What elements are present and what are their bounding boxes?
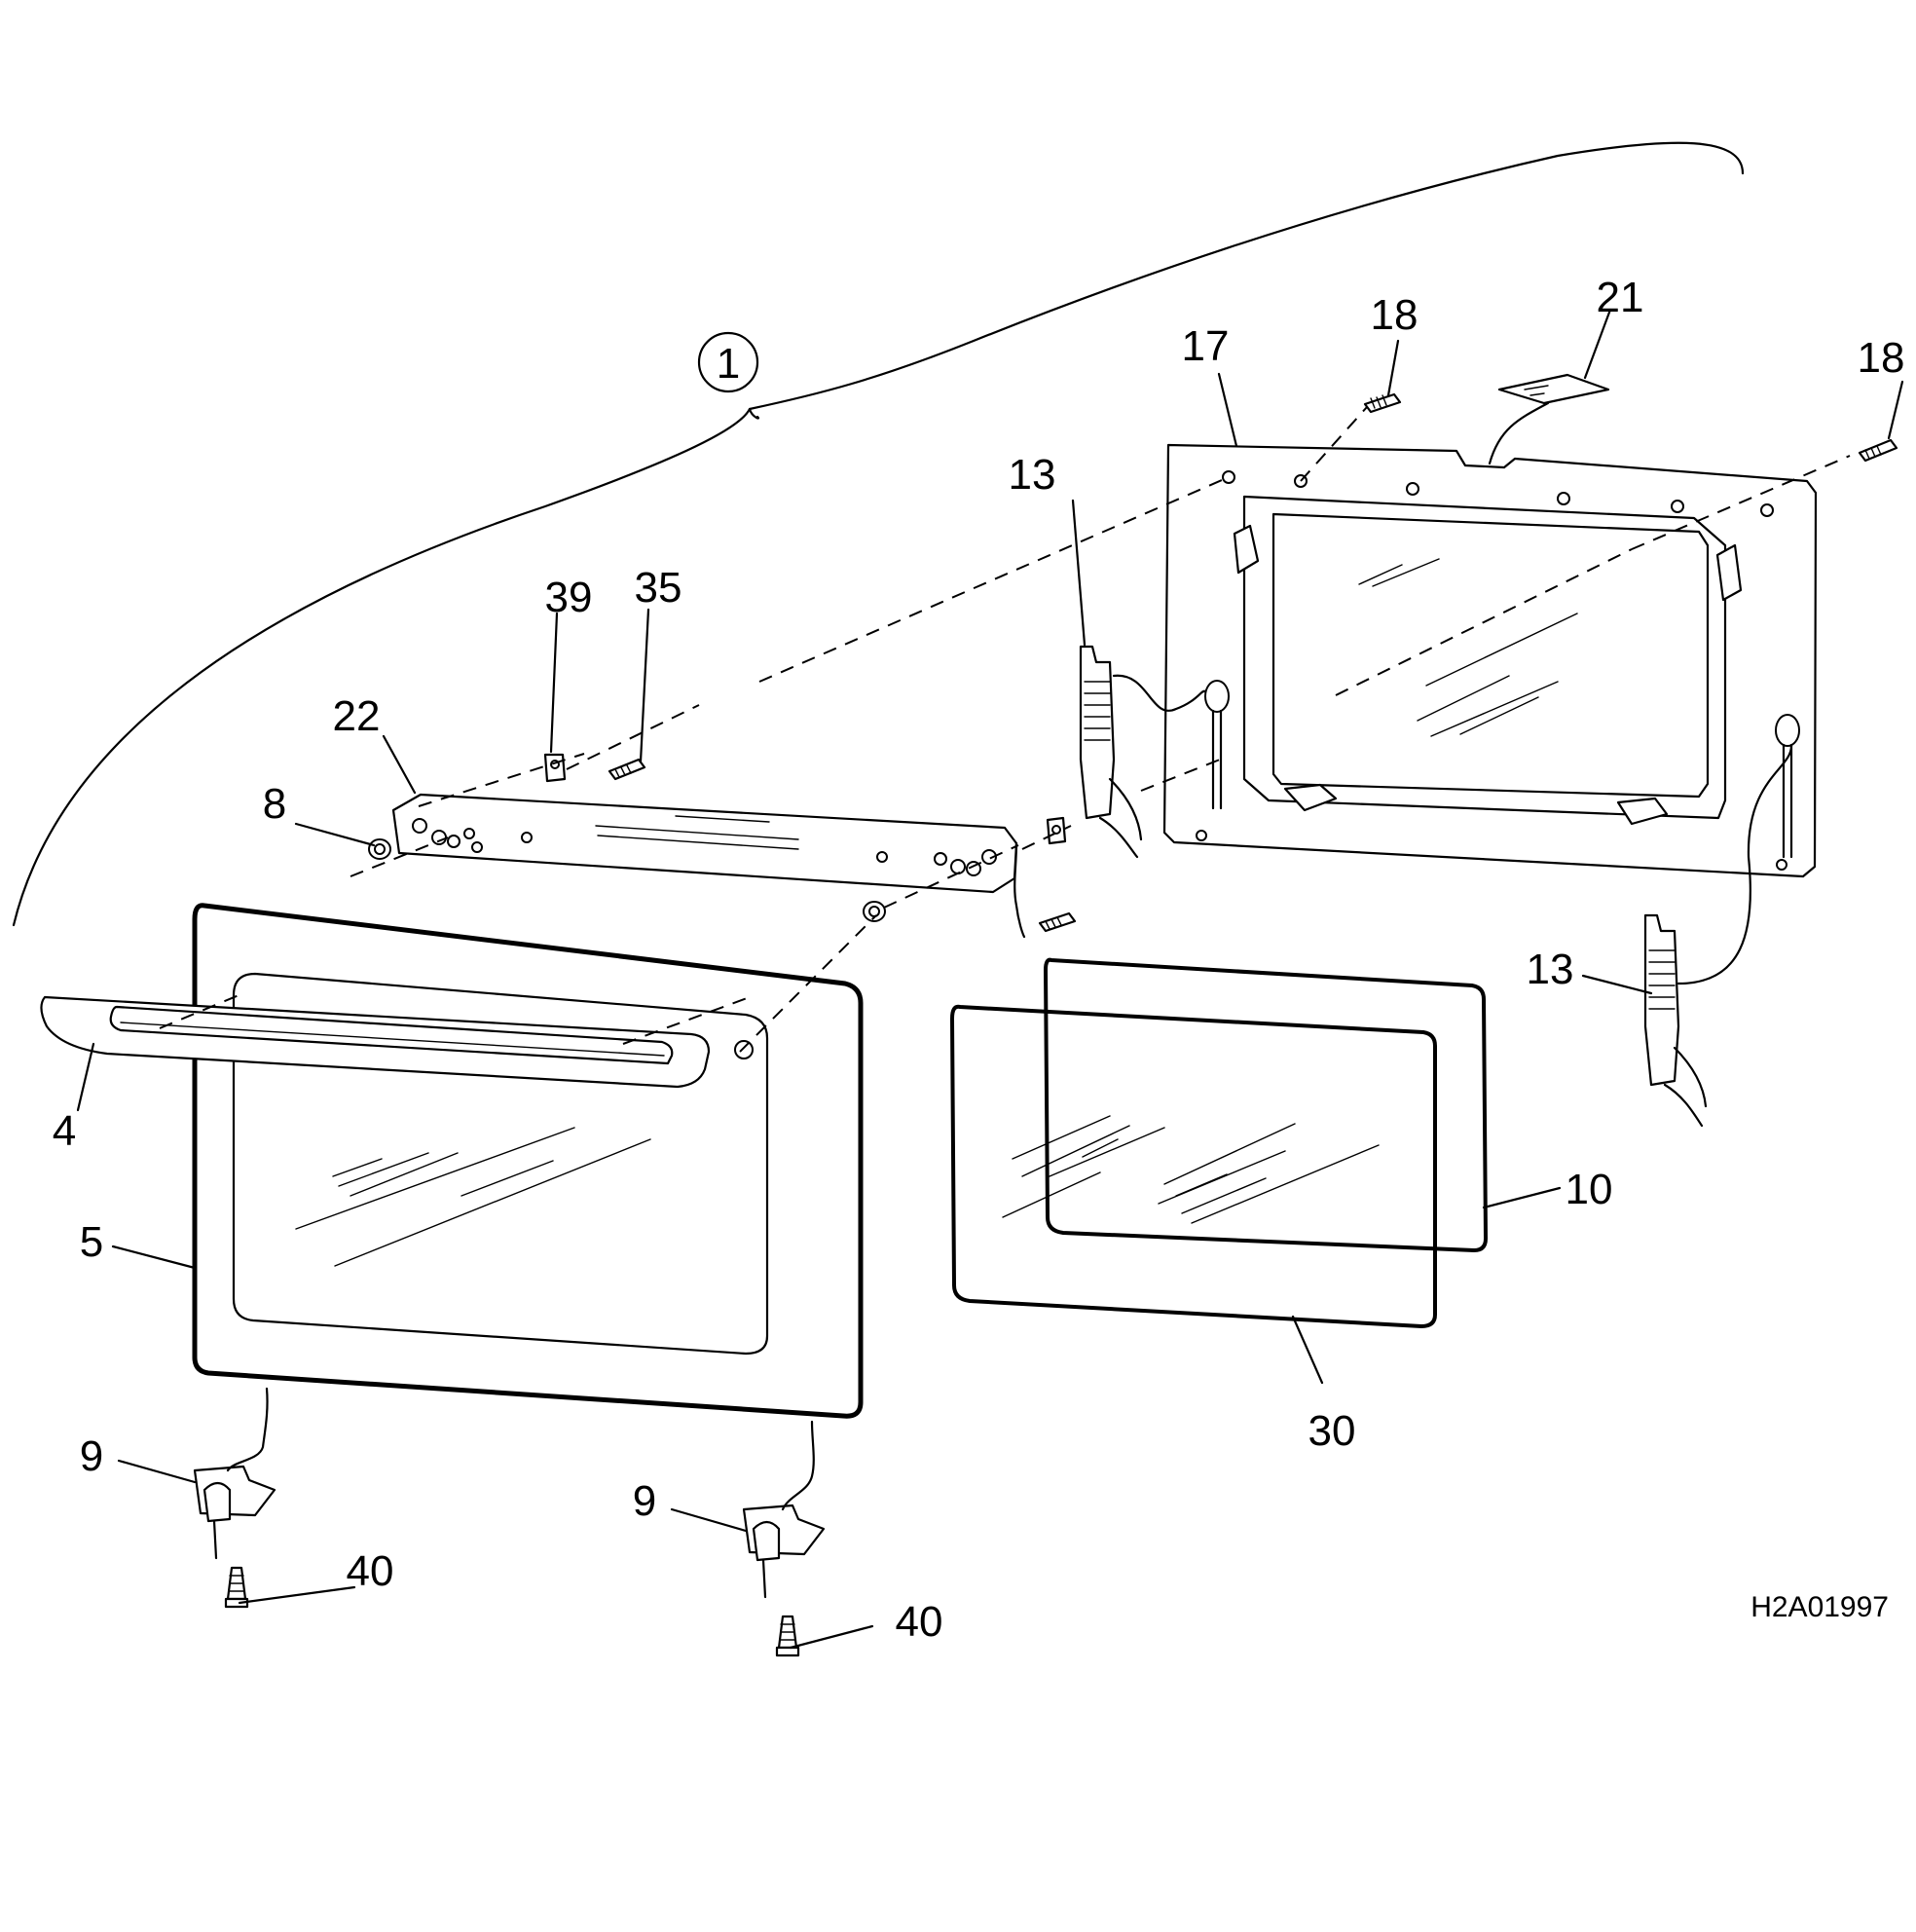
label-18-left: 18	[1371, 291, 1419, 339]
drawing-code: H2A01997	[1750, 1591, 1889, 1623]
label-39: 39	[545, 574, 593, 621]
label-40-left: 40	[347, 1547, 394, 1595]
assembly-bracket	[12, 141, 1745, 927]
label-10: 10	[1566, 1166, 1613, 1213]
screw-40-right	[775, 1615, 800, 1657]
label-5: 5	[80, 1218, 103, 1266]
label-21: 21	[1597, 274, 1644, 321]
screw-35-upper	[608, 758, 646, 781]
label-13-lower: 13	[1527, 946, 1574, 993]
hinge-support-left	[193, 1387, 276, 1560]
screw-18-left	[1363, 392, 1402, 414]
hinge-upper	[1079, 645, 1207, 859]
assembly-callout: 1	[697, 331, 759, 393]
label-9-right: 9	[633, 1477, 656, 1525]
clip-39-left	[543, 753, 567, 783]
label-18-right: 18	[1858, 334, 1905, 382]
label-40-right: 40	[896, 1598, 943, 1646]
screw-40-left	[224, 1566, 249, 1609]
part-labels: 4 5 8 9 9 10 13 13 17 18 18 21 22 30 35 …	[53, 274, 1905, 1646]
label-leaders	[76, 308, 1904, 1650]
hinge-support-right	[742, 1420, 826, 1599]
label-22: 22	[333, 692, 381, 740]
outer-door-glass	[192, 903, 864, 1419]
label-9-left: 9	[80, 1432, 103, 1480]
clip-39-right	[1046, 816, 1067, 845]
inner-glass-front	[950, 1004, 1437, 1328]
screw-18-right	[1858, 438, 1898, 463]
assembly-callout-number: 1	[717, 340, 740, 388]
door-handle	[40, 995, 711, 1089]
screw-35-lower	[1013, 841, 1077, 939]
bushing-8-left	[368, 838, 391, 860]
hinge-lower	[1643, 744, 1793, 1128]
door-inner-frame	[1162, 443, 1818, 878]
label-30: 30	[1308, 1407, 1356, 1455]
label-13-upper: 13	[1009, 451, 1056, 499]
label-4: 4	[53, 1107, 76, 1155]
top-trim-strip	[391, 793, 1018, 894]
alignment-lines	[159, 406, 1851, 1053]
bracket-part	[1488, 373, 1610, 465]
label-35: 35	[635, 564, 682, 612]
inner-glass-back	[1044, 957, 1488, 1252]
label-8: 8	[263, 780, 286, 828]
label-17: 17	[1182, 322, 1230, 370]
